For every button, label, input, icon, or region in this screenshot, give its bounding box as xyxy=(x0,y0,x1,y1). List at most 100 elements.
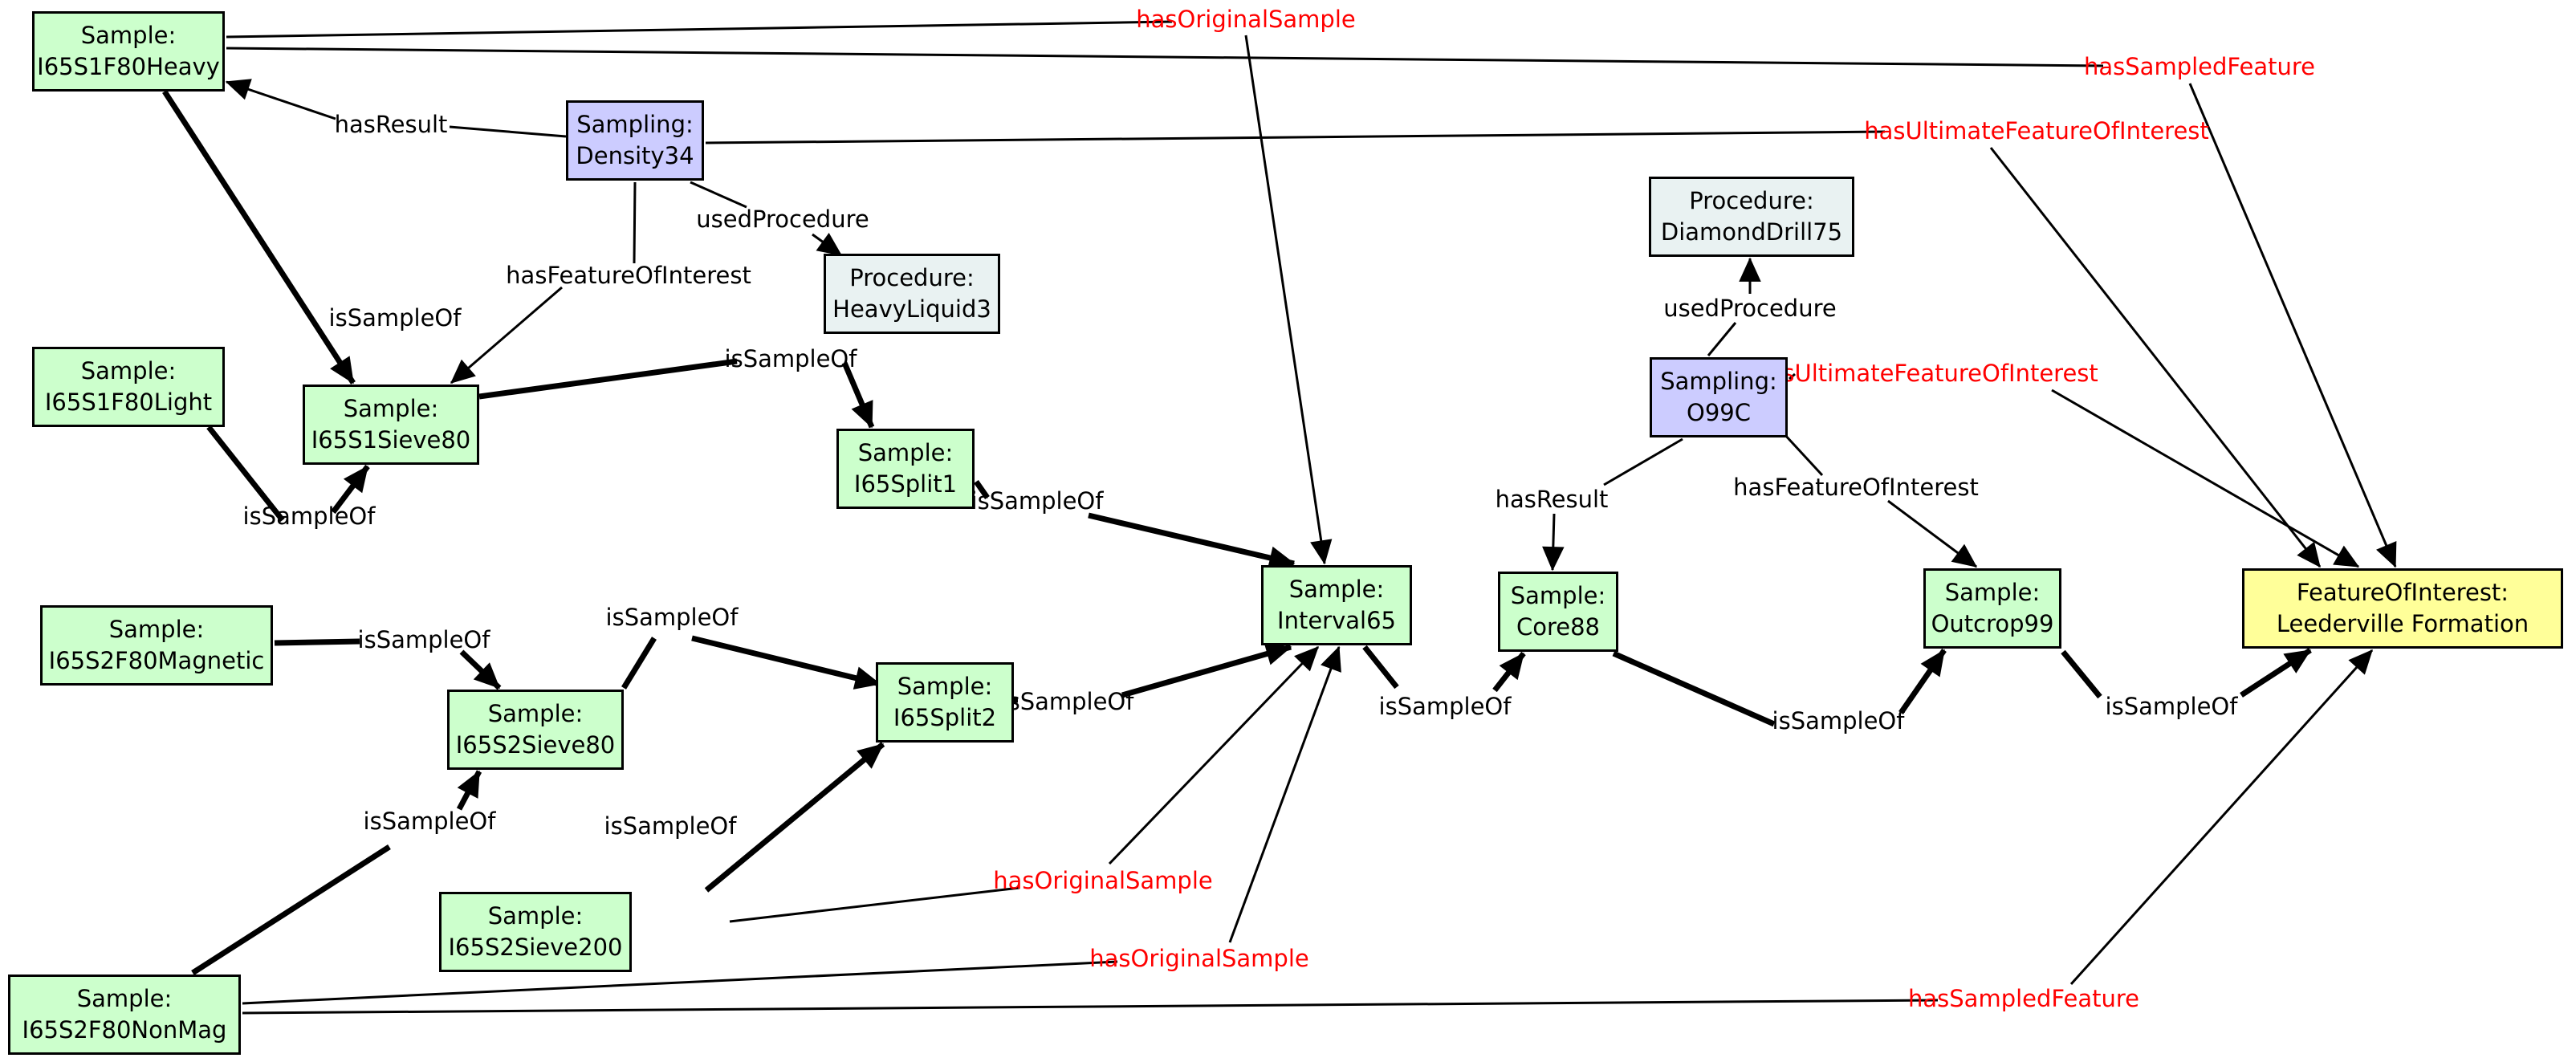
edge-issampleof-heavy-sieve80a xyxy=(162,90,356,385)
edge-issampleof-interval65-core88 xyxy=(1362,645,1399,690)
edge-issampleof-sieve80b-split2 xyxy=(621,637,657,690)
node-sample-core88: Sample: Core88 xyxy=(1498,572,1618,652)
node-sample-i65s1f80light: Sample: I65S1F80Light xyxy=(32,347,225,427)
edge-issampleof-split1-interval65 xyxy=(1088,512,1296,570)
edge-label-usedprocedure-density34-heavyliquid3: usedProcedure xyxy=(696,205,869,233)
edge-hasresult-o99c-core88 xyxy=(1542,513,1565,572)
edge-hassampledfeature-heavy-foi xyxy=(226,47,2104,67)
edge-issampleof-split1-interval65 xyxy=(974,479,990,500)
edge-issampleof-outcrop99-foi xyxy=(2061,649,2102,699)
edge-hasfeatureofinterest-density34-sieve80a xyxy=(633,181,637,264)
edge-issampleof-core88-outcrop99 xyxy=(1898,649,1947,714)
edge-label-issampleof-core88-outcrop99: isSampleOf xyxy=(1772,707,1905,734)
edge-issampleof-magnetic-sieve80b xyxy=(274,638,360,646)
edge-label-issampleof-interval65-core88: isSampleOf xyxy=(1378,693,1512,720)
edge-hasoriginalsample-heavy-interval65 xyxy=(1244,35,1333,565)
edge-label-issampleof-sieve200-split2: isSampleOf xyxy=(604,812,737,840)
edge-issampleof-core88-outcrop99 xyxy=(1612,650,1776,727)
node-label: Sample: I65S2Sieve200 xyxy=(448,901,623,961)
node-sample-i65s2f80nonmag: Sample: I65S2F80NonMag xyxy=(8,975,241,1055)
edge-label-issampleof-outcrop99-foi: isSampleOf xyxy=(2105,693,2238,720)
edge-label-issampleof-sieve80a-split1: isSampleOf xyxy=(724,345,857,372)
edge-hasoriginalsample-nonmag-interval65 xyxy=(242,960,1118,1005)
edge-hasultimatefeatureofinterest-density34-foi xyxy=(1989,147,2322,568)
edge-hasresult-o99c-core88 xyxy=(1603,437,1683,486)
edge-issampleof-sieve80b-split2 xyxy=(691,635,881,690)
edge-label-issampleof-nonmag-sieve80b: isSampleOf xyxy=(363,808,496,835)
node-label: Sample: Interval65 xyxy=(1277,575,1396,634)
edge-label-hasfeatureofinterest-density34-sieve80a: hasFeatureOfInterest xyxy=(506,262,751,289)
edge-hasultimatefeatureofinterest-density34-foi xyxy=(705,130,1886,144)
edge-usedprocedure-density34-heavyliquid3 xyxy=(690,181,747,209)
node-sampling-density34: Sampling: Density34 xyxy=(566,100,704,181)
edge-label-hasoriginalsample-nonmag-interval65: hasOriginalSample xyxy=(1089,945,1309,972)
node-sample-i65s2f80magnetic: Sample: I65S2F80Magnetic xyxy=(40,605,273,686)
node-label: Sample: I65S2Sieve80 xyxy=(455,699,616,759)
edge-label-issampleof-split2-interval65: isSampleOf xyxy=(1001,688,1134,715)
node-procedure-heavyliquid3: Procedure: HeavyLiquid3 xyxy=(824,254,1000,334)
node-procedure-diamonddrill75: Procedure: DiamondDrill75 xyxy=(1649,177,1854,257)
node-label: Sample: I65Split2 xyxy=(893,672,997,731)
node-sample-i65s1sieve80: Sample: I65S1Sieve80 xyxy=(303,385,479,465)
edge-label-issampleof-magnetic-sieve80b: isSampleOf xyxy=(357,626,490,653)
edge-hasfeatureofinterest-o99c-outcrop99 xyxy=(1887,499,1978,568)
edge-issampleof-light-sieve80a xyxy=(206,425,285,523)
node-featureofinterest-leederville: FeatureOfInterest: Leederville Formation xyxy=(2242,568,2563,649)
edge-issampleof-sieve200-split2 xyxy=(704,742,885,893)
node-label: Sample: I65S1Sieve80 xyxy=(311,394,471,454)
node-label: Sample: I65Split1 xyxy=(853,438,958,498)
node-label: Sample: I65S1F80Light xyxy=(44,356,213,416)
node-sample-i65s2sieve200: Sample: I65S2Sieve200 xyxy=(439,892,632,972)
node-label: Sample: Outcrop99 xyxy=(1931,578,2054,637)
edge-label-usedprocedure-o99c-diamonddrill75: usedProcedure xyxy=(1663,295,1837,322)
edge-label-issampleof-sieve80b-split2: isSampleOf xyxy=(605,604,739,631)
edge-issampleof-sieve80a-split1 xyxy=(841,361,875,429)
edge-issampleof-outcrop99-foi xyxy=(2240,648,2312,698)
edge-hasoriginalsample-sieve200-interval65 xyxy=(729,886,1020,923)
node-label: Sampling: Density34 xyxy=(576,110,694,169)
edge-label-hassampledfeature-heavy-foi: hasSampledFeature xyxy=(2084,53,2315,80)
edge-label-hasoriginalsample-sieve200-interval65: hasOriginalSample xyxy=(993,867,1213,894)
edge-issampleof-split2-interval65 xyxy=(1121,642,1292,698)
node-label: Sampling: O99C xyxy=(1660,367,1777,426)
edge-hassampledfeature-nonmag-foi xyxy=(2069,649,2374,986)
edge-hasoriginalsample-sieve200-interval65 xyxy=(1108,645,1320,865)
edge-usedprocedure-o99c-diamonddrill75 xyxy=(1707,322,1737,356)
edge-hasultimatefeatureofinterest-o99c-foi xyxy=(2051,389,2360,568)
edge-issampleof-sieve80a-split1 xyxy=(478,358,738,400)
node-sample-i65split2: Sample: I65Split2 xyxy=(876,662,1014,743)
node-sample-outcrop99: Sample: Outcrop99 xyxy=(1923,568,2061,649)
edge-label-hasoriginalsample-heavy-interval65: hasOriginalSample xyxy=(1136,6,1356,33)
edge-label-hasfeatureofinterest-o99c-outcrop99: hasFeatureOfInterest xyxy=(1733,474,1979,501)
edge-hassampledfeature-heavy-foi xyxy=(2188,83,2397,568)
edge-hasresult-density34-heavy xyxy=(225,79,336,120)
node-sample-i65split1: Sample: I65Split1 xyxy=(836,429,975,509)
edge-label-hasultimatefeatureofinterest-o99c-foi: hasUltimateFeatureOfInterest xyxy=(1753,360,2098,387)
edge-hasoriginalsample-heavy-interval65 xyxy=(226,20,1173,39)
node-label: Sample: I65S2F80Magnetic xyxy=(48,615,265,674)
node-label: FeatureOfInterest: Leederville Formation xyxy=(2276,578,2529,637)
node-sample-i65s2sieve80: Sample: I65S2Sieve80 xyxy=(447,690,624,770)
edge-hasfeatureofinterest-density34-sieve80a xyxy=(450,286,563,385)
edge-issampleof-interval65-core88 xyxy=(1492,651,1526,693)
node-label: Sample: I65S1F80Heavy xyxy=(37,21,220,80)
node-sampling-o99c: Sampling: O99C xyxy=(1650,357,1788,437)
edge-usedprocedure-density34-heavyliquid3 xyxy=(812,232,843,257)
node-label: Sample: I65S2F80NonMag xyxy=(22,984,227,1044)
edge-hassampledfeature-nonmag-foi xyxy=(242,999,1939,1015)
edge-label-issampleof-light-sieve80a: isSampleOf xyxy=(242,503,376,530)
edge-label-hassampledfeature-nonmag-foi: hasSampledFeature xyxy=(1908,985,2139,1012)
edge-issampleof-nonmag-sieve80b xyxy=(456,770,482,811)
edge-label-issampleof-heavy-sieve80a: isSampleOf xyxy=(328,304,462,332)
edge-hasultimatefeatureofinterest-o99c-foi xyxy=(1789,372,1796,380)
edge-label-hasultimatefeatureofinterest-density34-foi: hasUltimateFeatureOfInterest xyxy=(1864,117,2209,144)
edge-issampleof-magnetic-sieve80b xyxy=(459,649,502,690)
node-label: Procedure: HeavyLiquid3 xyxy=(832,263,991,323)
node-sample-interval65: Sample: Interval65 xyxy=(1261,565,1412,645)
edge-hasresult-density34-heavy xyxy=(449,125,567,138)
node-sample-i65s1f80heavy: Sample: I65S1F80Heavy xyxy=(32,11,225,92)
edge-label-hasresult-density34-heavy: hasResult xyxy=(334,111,448,138)
edge-label-hasresult-o99c-core88: hasResult xyxy=(1495,486,1609,513)
